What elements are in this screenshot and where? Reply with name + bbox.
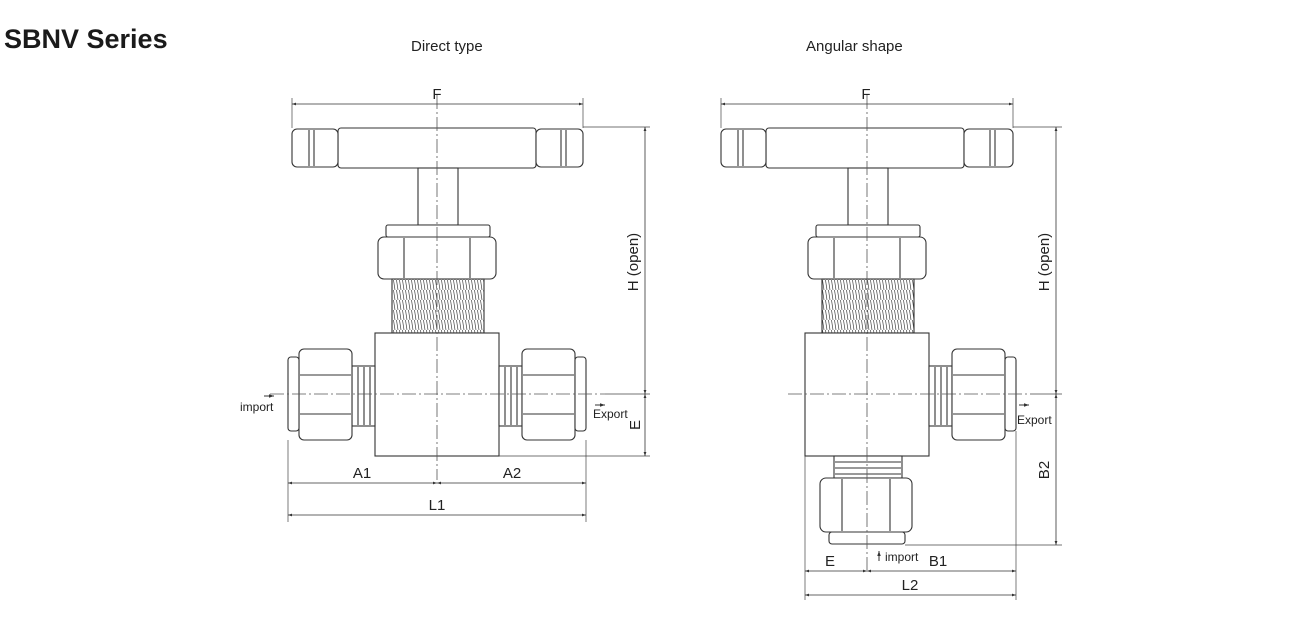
- angular-stem: [847, 167, 889, 226]
- direct-stem: [417, 167, 459, 226]
- angular-import-label: import: [885, 550, 919, 564]
- angular-port-arrows: [877, 403, 1029, 561]
- angular-dim-b1: B1: [929, 553, 947, 570]
- angular-dim-f: F: [861, 86, 870, 103]
- direct-left-fitting: [287, 348, 376, 441]
- direct-centerlines: [270, 95, 605, 480]
- direct-port-arrows: [264, 394, 605, 407]
- angular-right-fitting: [928, 348, 1017, 441]
- direct-labels: F H (open) E A1 A2 L1 import Export: [240, 86, 644, 514]
- angular-bottom-fitting: [819, 455, 913, 545]
- direct-extension-lines: [287, 98, 650, 522]
- angular-dim-h: H (open): [1036, 233, 1053, 291]
- angular-handle: [720, 127, 1014, 169]
- angular-shape-title: Angular shape: [806, 38, 903, 55]
- direct-dim-h: H (open): [625, 233, 642, 291]
- angular-dim-e: E: [825, 553, 835, 570]
- angular-shape-drawing: [720, 95, 1062, 600]
- angular-dim-l2: L2: [902, 577, 919, 594]
- angular-dim-b2: B2: [1036, 461, 1053, 479]
- direct-handle: [291, 127, 584, 169]
- direct-type-drawing: [264, 95, 650, 522]
- angular-export-label: Export: [1017, 413, 1052, 427]
- direct-export-label: Export: [593, 407, 628, 421]
- direct-right-fitting: [498, 348, 587, 441]
- direct-import-label: import: [240, 400, 274, 414]
- direct-dim-e: E: [627, 420, 644, 430]
- angular-thread: [821, 278, 915, 334]
- direct-dimension-lines: [288, 102, 647, 517]
- angular-dimension-lines: [721, 102, 1058, 597]
- direct-dim-f: F: [432, 86, 441, 103]
- series-title: SBNV Series: [4, 24, 168, 54]
- angular-labels: F H (open) B2 E B1 L2 import Export: [825, 86, 1053, 594]
- direct-type-title: Direct type: [411, 38, 483, 55]
- direct-dim-a2: A2: [503, 465, 521, 482]
- direct-thread: [391, 278, 485, 334]
- angular-extension-lines: [720, 98, 1062, 600]
- direct-dim-a1: A1: [353, 465, 371, 482]
- angular-centerlines: [788, 95, 1030, 570]
- direct-dim-l1: L1: [429, 497, 446, 514]
